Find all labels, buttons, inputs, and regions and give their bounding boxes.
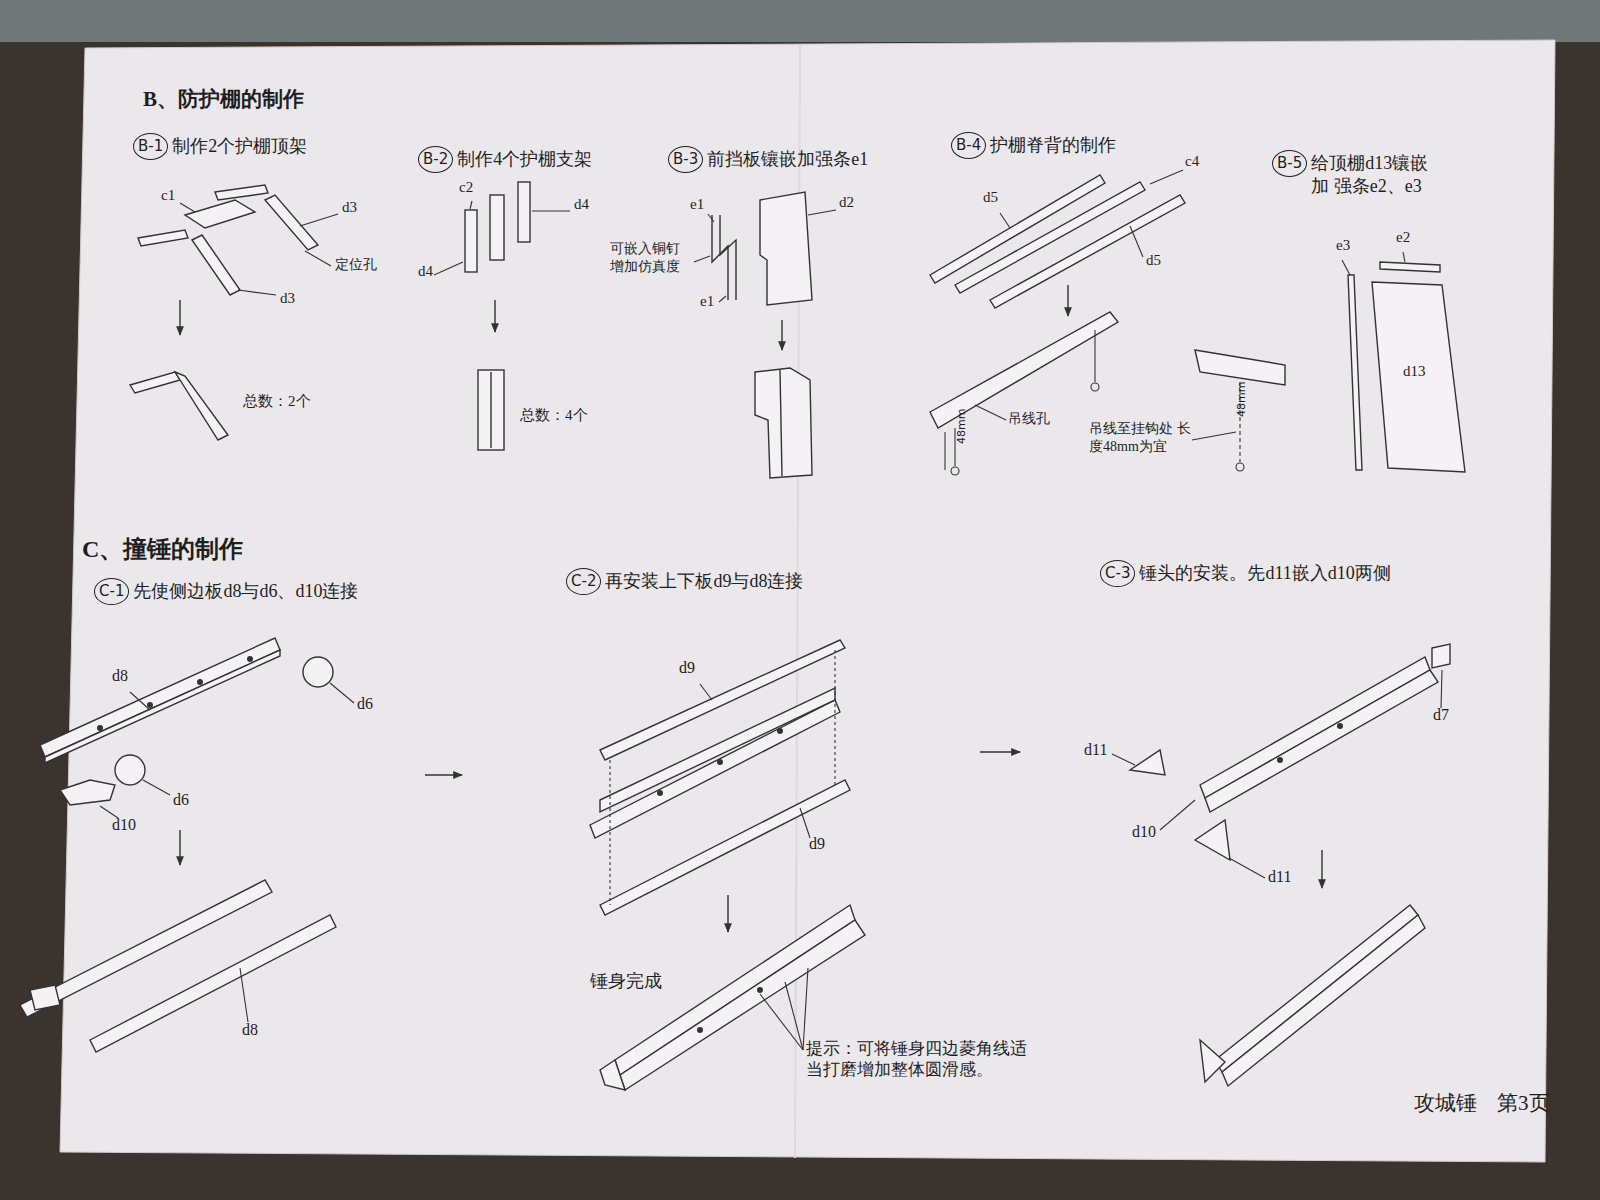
part-label: d11	[1084, 740, 1107, 760]
step-heading: 制作4个护棚支架	[457, 146, 592, 171]
step-number: B-4	[951, 132, 986, 159]
part-label: 锤身完成	[590, 970, 662, 993]
part-label: B、防护棚的制作	[143, 86, 304, 112]
part-label: d6	[357, 694, 373, 714]
step-number: B-3	[668, 146, 703, 173]
step-node: B-5给顶棚d13镶嵌加 强条e2、e3	[1272, 150, 1443, 199]
step-heading: 锤头的安装。先d11嵌入d10两侧	[1139, 560, 1390, 585]
part-label: d10	[112, 815, 136, 835]
step-node: C-3锤头的安装。先d11嵌入d10两侧	[1100, 560, 1391, 587]
part-label: e2	[1396, 228, 1410, 247]
step-arrows	[180, 285, 1322, 932]
step-node: B-1制作2个护棚顶架	[133, 133, 307, 160]
step-heading: 前挡板镶嵌加强条e1	[707, 146, 868, 171]
step-number: B-1	[133, 133, 168, 160]
step-number: C-1	[94, 578, 129, 605]
part-label: 48mm	[1235, 382, 1249, 417]
part-label: c4	[1185, 152, 1199, 171]
part-label: d8	[112, 666, 128, 686]
part-label: 提示：可将锤身四边菱角线适 当打磨增加整体圆滑感。	[806, 1038, 1038, 1081]
step-heading: 再安装上下板d9与d8连接	[605, 568, 803, 593]
part-label: 48mm	[955, 409, 969, 444]
part-label: e1	[690, 195, 704, 214]
paper-sheet	[60, 40, 1555, 1162]
part-label: e1	[700, 292, 714, 311]
part-label: d5	[983, 188, 998, 207]
part-label: c2	[459, 178, 473, 197]
part-label: c1	[161, 186, 175, 205]
step-number: C-2	[566, 568, 601, 595]
step-node: C-2再安装上下板d9与d8连接	[566, 568, 803, 595]
step-number: C-3	[1100, 560, 1135, 587]
part-label: 总数：2个	[243, 392, 311, 411]
step-node: B-2制作4个护棚支架	[418, 146, 592, 173]
part-label: e3	[1336, 236, 1350, 255]
part-label: 攻城锤	[1414, 1090, 1477, 1116]
part-label: C、撞锤的制作	[82, 534, 243, 564]
leader-lines	[100, 170, 1442, 1050]
part-label: d5	[1146, 251, 1161, 270]
part-label: d2	[839, 193, 854, 212]
step-heading: 护棚脊背的制作	[990, 132, 1116, 157]
step-node: B-4护棚脊背的制作	[951, 132, 1116, 159]
part-label: d11	[1268, 867, 1291, 887]
part-label: 定位孔	[335, 256, 377, 274]
part-label: d4	[574, 195, 589, 214]
part-label: d10	[1132, 822, 1156, 842]
part-label: 总数：4个	[520, 406, 588, 425]
step-node: B-3前挡板镶嵌加强条e1	[668, 146, 868, 173]
step-number: B-5	[1272, 150, 1307, 177]
step-number: B-2	[418, 146, 453, 173]
part-label: d8	[242, 1020, 258, 1040]
step-heading: 给顶棚d13镶嵌加 强条e2、e3	[1311, 150, 1443, 199]
part-drawings	[20, 175, 1465, 1090]
step-heading: 先使侧边板d8与d6、d10连接	[133, 578, 358, 603]
part-label: d7	[1433, 705, 1449, 725]
part-label: d9	[679, 658, 695, 678]
part-label: 第3页	[1497, 1090, 1550, 1116]
part-label: 吊线至挂钩处 长度48mm为宜	[1089, 420, 1191, 455]
part-label: 可嵌入铜钉 增加仿真度	[610, 240, 692, 275]
part-label: d3	[342, 198, 357, 217]
holes	[97, 656, 1343, 1033]
step-node: C-1先使侧边板d8与d6、d10连接	[94, 578, 358, 605]
part-label: 吊线孔	[1008, 410, 1050, 428]
part-label: d9	[809, 834, 825, 854]
part-label: d13	[1403, 362, 1426, 381]
step-heading: 制作2个护棚顶架	[172, 133, 307, 158]
part-label: d4	[418, 262, 433, 281]
keyboard	[0, 0, 1600, 42]
part-label: d6	[173, 790, 189, 810]
part-label: d3	[280, 289, 295, 308]
